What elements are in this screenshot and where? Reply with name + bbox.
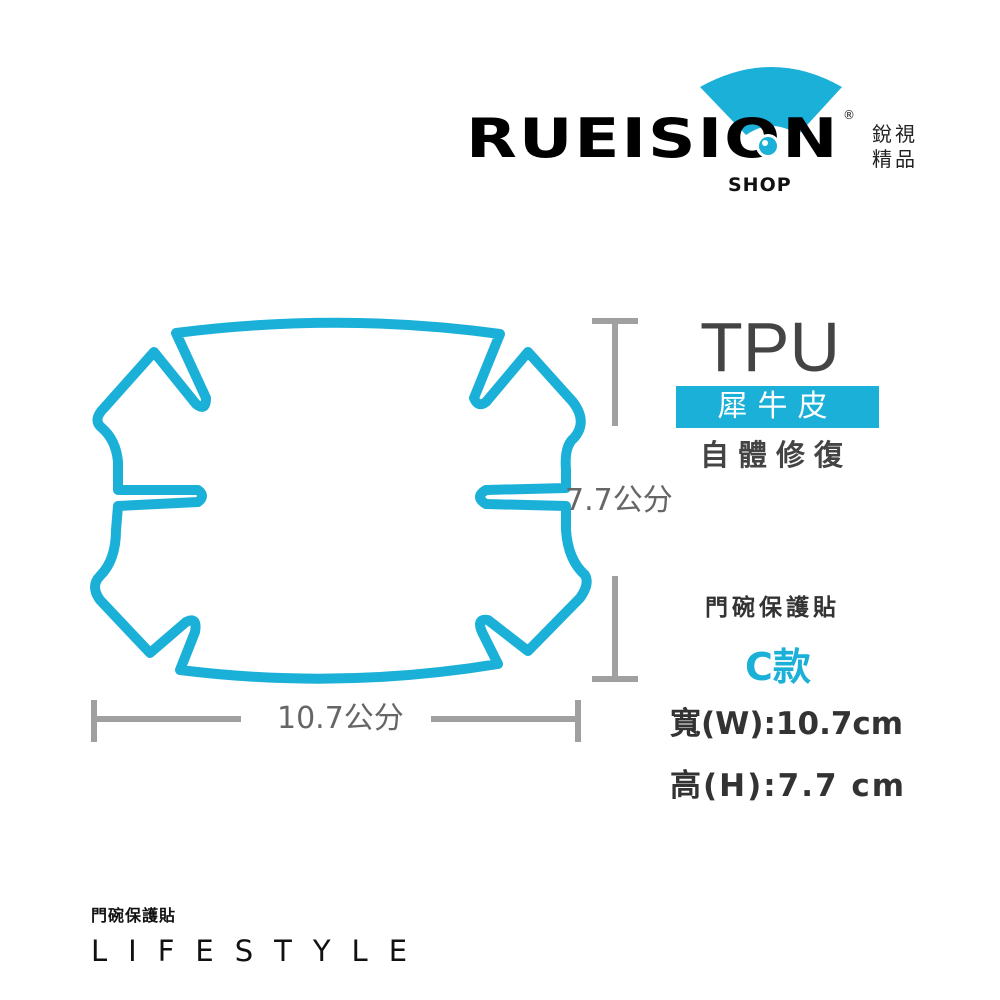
footer-tagline: LIFESTYLE xyxy=(91,934,429,968)
footer-category: 門碗保護貼 xyxy=(91,906,177,925)
material-badge: 犀牛皮 xyxy=(676,386,879,428)
height-spec: 高(H):7.7 cm xyxy=(670,768,907,804)
registered-mark: ® xyxy=(843,108,855,122)
width-dimension-label: 10.7公分 xyxy=(277,701,404,736)
logo-shop-text: SHOP xyxy=(728,174,792,196)
material-feature: 自體修復 xyxy=(700,438,853,472)
logo-chinese-name: 銳視 精品 xyxy=(872,122,918,171)
product-model: C款 xyxy=(745,645,811,689)
dim-tick-right xyxy=(575,700,581,742)
dim-line-right xyxy=(431,716,581,722)
brand-logo: RUEISION SHOP ® 銳視 精品 xyxy=(0,0,1000,230)
dim-line-left xyxy=(91,716,241,722)
width-dimension-line xyxy=(91,698,591,748)
material-title: TPU xyxy=(700,308,840,386)
logo-fan-icon xyxy=(700,67,842,135)
height-dimension-line xyxy=(592,318,642,686)
logo-eye-icon xyxy=(756,134,780,158)
dim-tick-bottom xyxy=(592,676,638,682)
dim-line-top xyxy=(612,318,618,426)
dim-line-bottom xyxy=(612,576,618,682)
product-name: 門碗保護貼 xyxy=(705,595,840,621)
width-spec: 寬(W):10.7cm xyxy=(670,706,904,742)
height-dimension-label: 7.7公分 xyxy=(565,483,673,518)
